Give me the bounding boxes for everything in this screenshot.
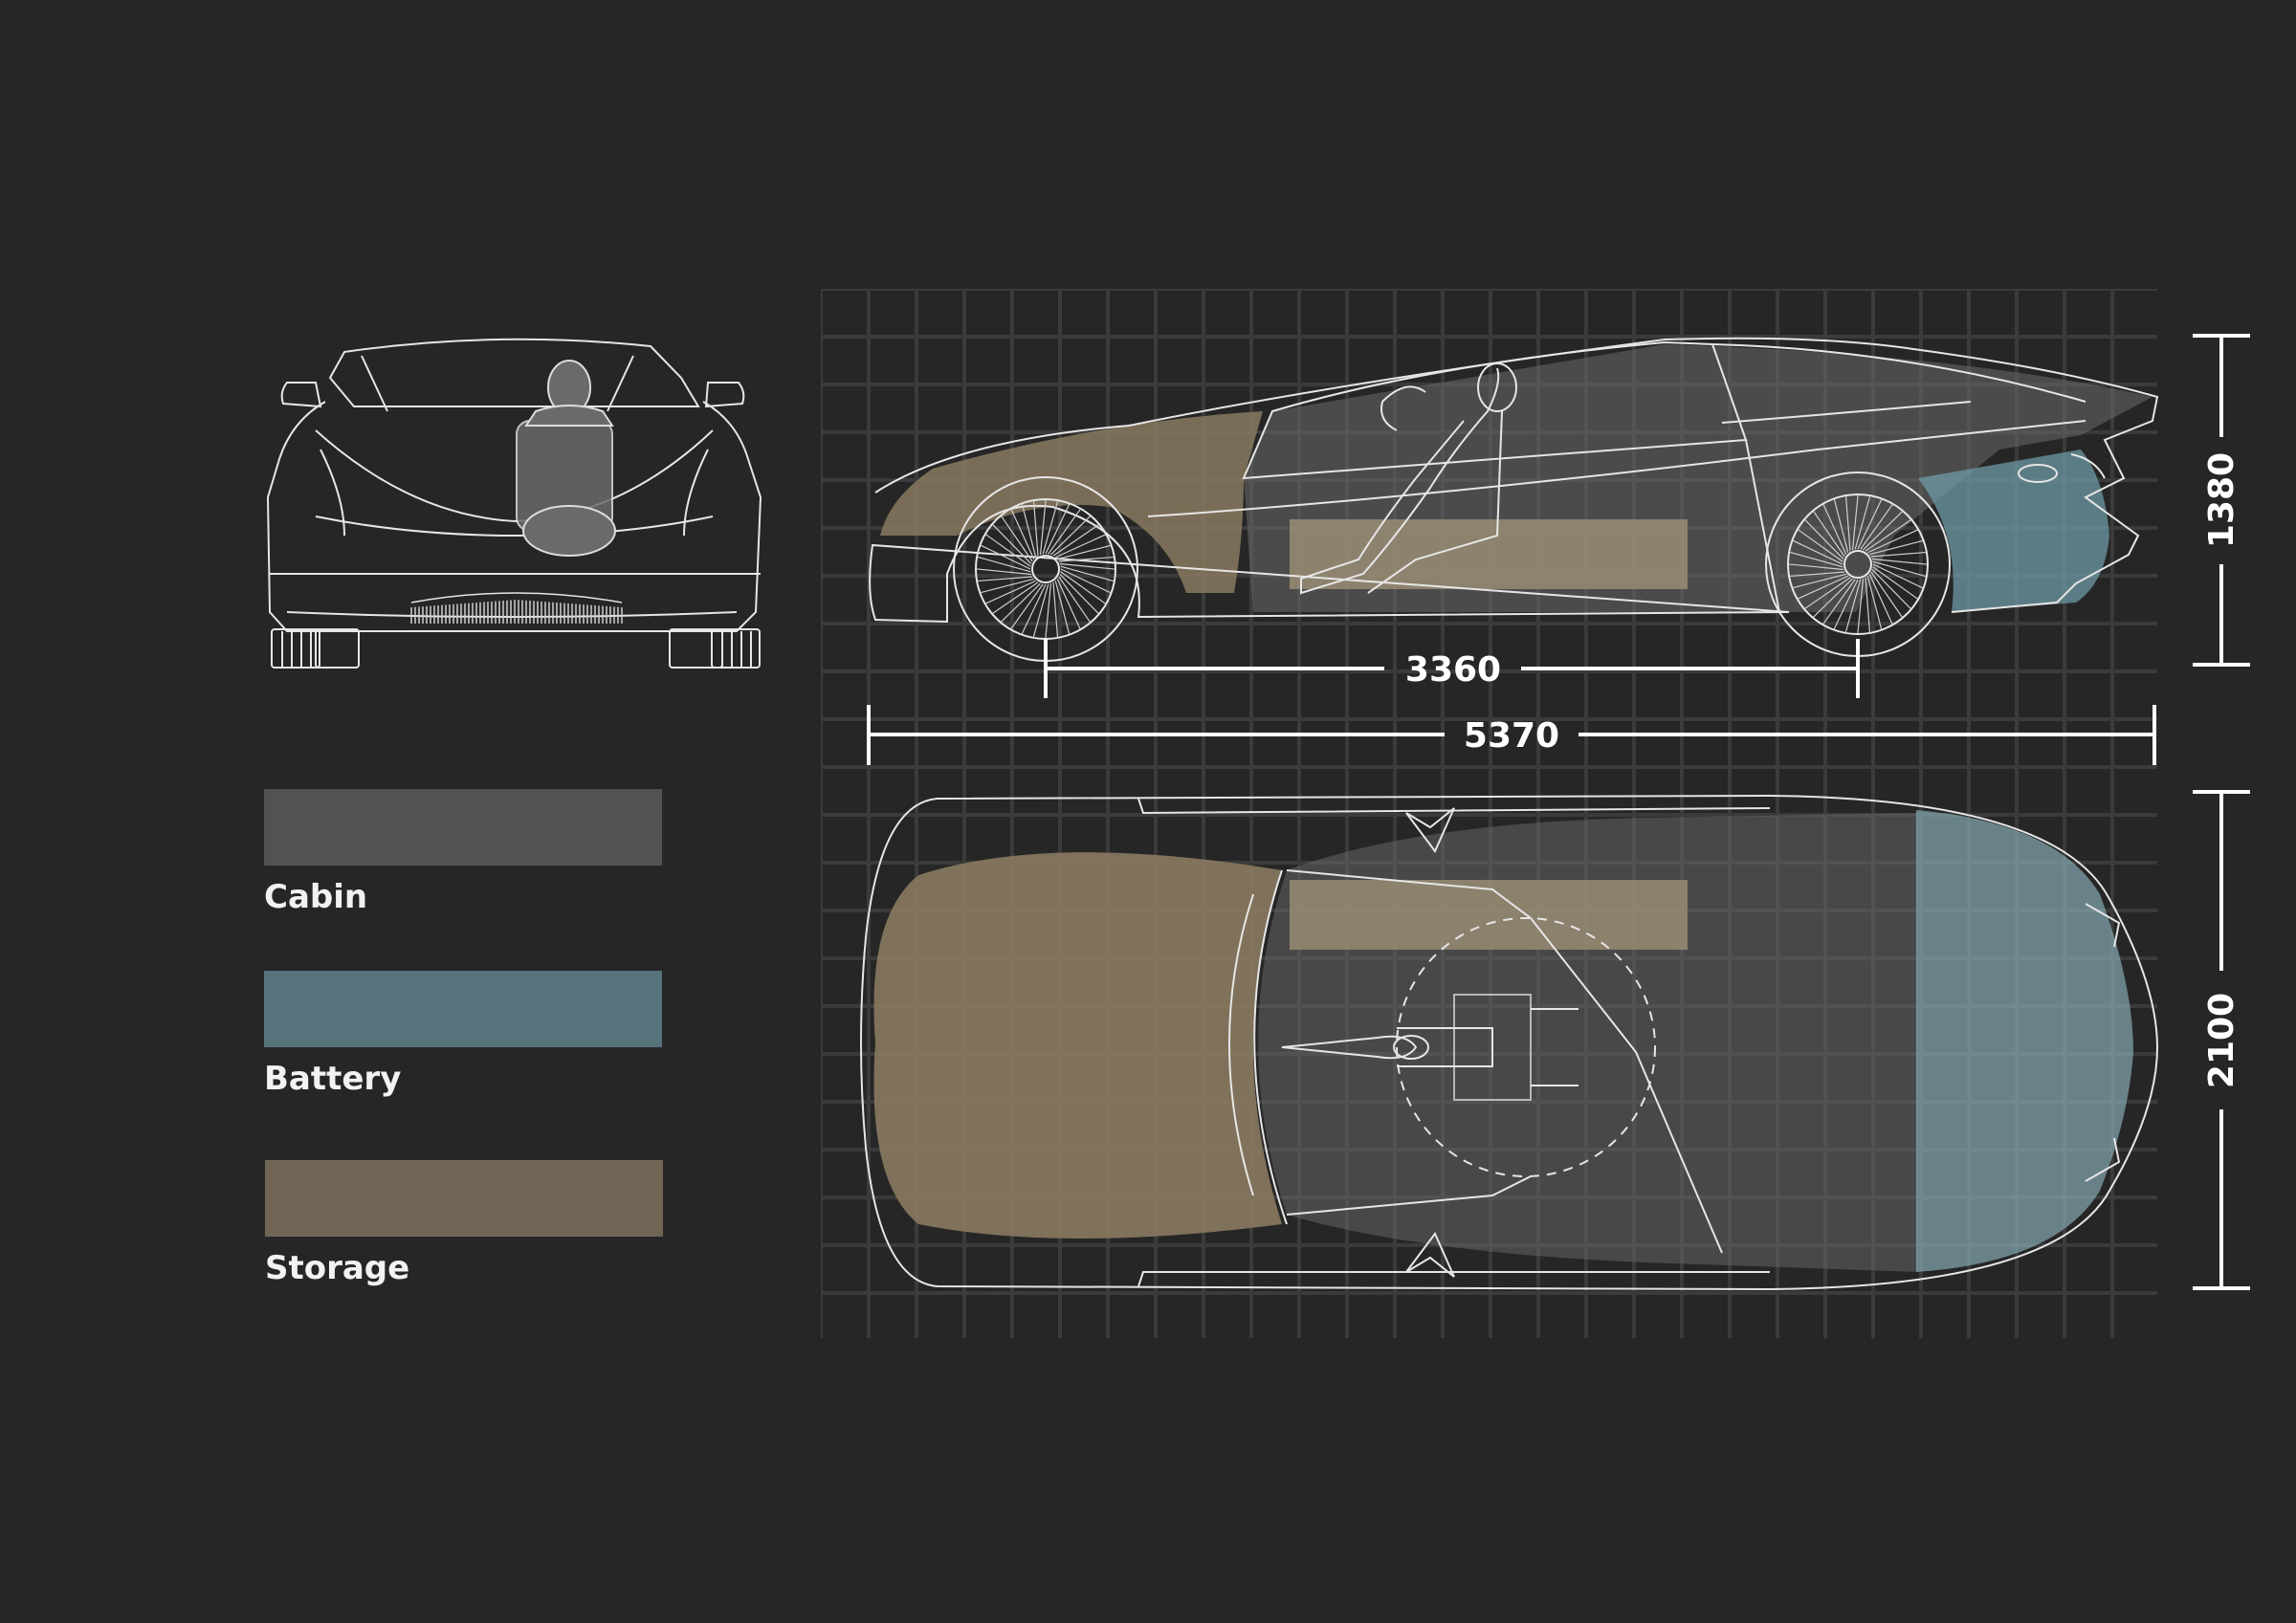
top-battery-zone — [1916, 810, 2133, 1272]
front-view-occupant — [516, 360, 616, 557]
top-view-car — [860, 794, 2159, 1291]
front-view-car — [266, 338, 762, 669]
wheelbase-label: 3360 — [1405, 650, 1501, 690]
dimension-lines — [867, 334, 2250, 1290]
side-storage-zone — [880, 411, 1263, 593]
height-label: 1380 — [2202, 452, 2241, 548]
top-storage-zone — [873, 852, 1282, 1239]
side-battery-zone — [1918, 450, 2109, 612]
top-floor-storage — [1290, 880, 1688, 950]
legend-swatch-cabin — [264, 789, 662, 866]
legend-label-battery: Battery — [264, 1060, 402, 1098]
width-label: 2100 — [2202, 993, 2241, 1088]
side-view-car — [869, 337, 2159, 662]
legend-swatch-storage — [265, 1160, 663, 1237]
front-view-grille — [410, 600, 623, 624]
legend-label-storage: Storage — [265, 1249, 410, 1287]
side-floor-storage — [1290, 519, 1688, 589]
legend-label-cabin: Cabin — [264, 878, 368, 916]
legend-swatch-battery — [264, 971, 662, 1047]
length-label: 5370 — [1464, 716, 1559, 756]
